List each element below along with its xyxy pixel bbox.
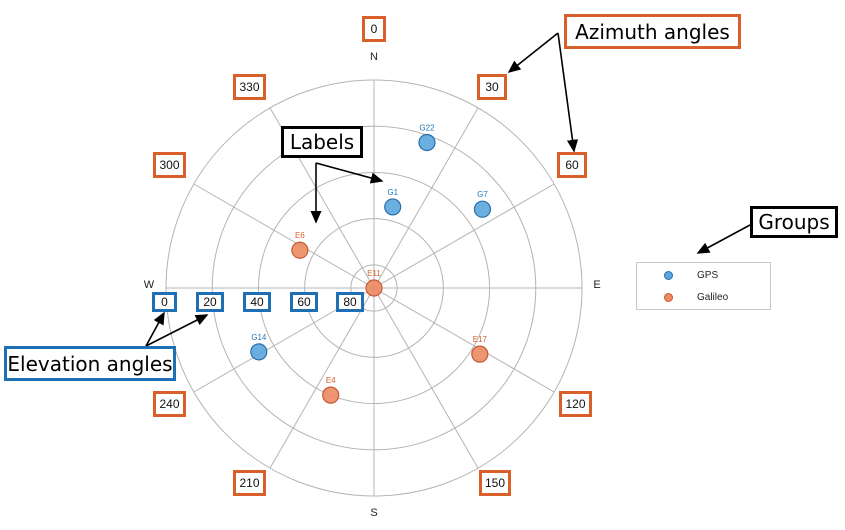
satellite-point-g7 — [473, 200, 492, 218]
elevation-arrow-20 — [145, 314, 209, 347]
satellite-label-e6: E6 — [295, 231, 305, 240]
legend-label-galileo: Galileo — [697, 291, 729, 303]
elevation-label-60: 60 — [290, 292, 318, 312]
azimuth-spokes — [166, 80, 582, 496]
satellite-label-e11: E11 — [367, 269, 381, 278]
azimuth-arrow-30 — [507, 32, 559, 73]
azimuth-angles-callout: Azimuth angles — [564, 14, 741, 49]
legend-marker-galileo — [664, 293, 673, 302]
azimuth-label-300: 300 — [153, 152, 186, 178]
azimuth-spoke-120 — [373, 287, 555, 393]
azimuth-spoke-210 — [269, 287, 375, 469]
satellite-label-g14: G14 — [251, 333, 267, 342]
azimuth-label-150: 150 — [479, 470, 511, 496]
azimuth-label-330: 330 — [233, 74, 266, 100]
azimuth-label-210: 210 — [233, 470, 266, 496]
elevation-label-20: 20 — [196, 292, 224, 312]
satellite-label-g1: G1 — [387, 188, 398, 197]
groups-callout: Groups — [750, 206, 838, 238]
azimuth-label-60: 60 — [557, 152, 587, 178]
azimuth-label-30: 30 — [477, 74, 507, 100]
satellite-point-e4 — [322, 386, 340, 404]
azimuth-spoke-30 — [373, 107, 479, 289]
legend: GPS Galileo — [636, 262, 771, 310]
satellite-point-e6 — [291, 241, 309, 259]
labels-arrow-g1 — [315, 162, 384, 184]
satellite-label-g22: G22 — [419, 123, 435, 132]
compass-north: N — [370, 51, 378, 63]
satellite-label-g7: G7 — [477, 190, 488, 199]
azimuth-spoke-300 — [193, 183, 375, 289]
elevation-arrow-0 — [145, 311, 165, 347]
azimuth-label-120: 120 — [559, 391, 592, 417]
elevation-angles-callout: Elevation angles — [4, 346, 176, 381]
azimuth-label-240: 240 — [153, 391, 186, 417]
elevation-label-40: 40 — [243, 292, 271, 312]
legend-label-gps: GPS — [697, 269, 719, 281]
azimuth-label-0: 0 — [362, 16, 386, 42]
satellite-point-e11 — [365, 279, 383, 297]
azimuth-spoke-60 — [373, 183, 555, 289]
satellite-label-e17: E17 — [473, 335, 488, 344]
legend-item-gps: GPS — [637, 265, 772, 285]
legend-item-galileo: Galileo — [637, 287, 772, 307]
annotation-arrows — [145, 32, 751, 347]
legend-marker-gps — [664, 271, 673, 280]
elevation-label-80: 80 — [336, 292, 364, 312]
groups-arrow — [696, 224, 751, 254]
compass-south: S — [370, 507, 377, 519]
satellite-point-e17 — [471, 345, 489, 363]
compass-east: E — [593, 279, 600, 291]
elevation-label-0: 0 — [152, 292, 177, 312]
azimuth-spoke-150 — [373, 287, 479, 469]
satellite-point-g1 — [384, 198, 402, 216]
azimuth-arrow-60 — [557, 32, 579, 153]
compass-west: W — [144, 279, 155, 291]
labels-callout: Labels — [281, 126, 363, 158]
satellite-label-e4: E4 — [326, 376, 336, 385]
satellite-point-g14 — [250, 343, 268, 361]
satellite-point-g22 — [418, 133, 436, 152]
